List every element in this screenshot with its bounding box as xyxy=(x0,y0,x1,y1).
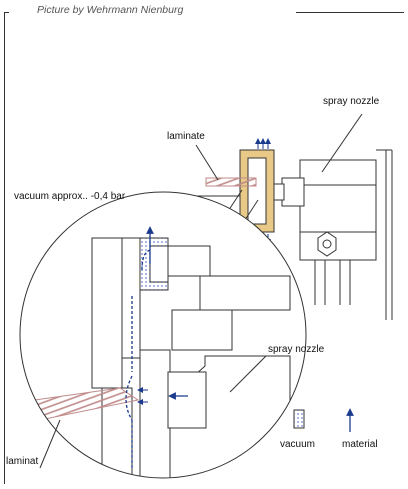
label-spray-nozzle-top: spray nozzle xyxy=(323,96,380,107)
label-laminate: laminate xyxy=(167,131,205,142)
detail-leader-lines xyxy=(39,355,267,469)
label-laminat: laminat xyxy=(6,456,39,467)
legend-vacuum-symbol xyxy=(293,409,305,429)
frame-line-left xyxy=(4,12,5,484)
detail-circle xyxy=(19,191,307,479)
picture-credit: Picture by Wehrmann Nienburg xyxy=(37,4,184,16)
legend-vacuum-label: vacuum xyxy=(280,439,316,450)
legend-graphics xyxy=(293,408,354,432)
label-spray-nozzle-detail: spray nozzle xyxy=(268,344,325,355)
machine-overview xyxy=(138,113,393,320)
legend-material-label: material xyxy=(342,439,378,450)
label-vacuum-pressure: vacuum approx.. -0,4 bar xyxy=(14,191,126,202)
frame-line-top-left xyxy=(4,12,9,13)
detail-view xyxy=(20,192,306,478)
frame-line-top-right xyxy=(296,12,404,13)
